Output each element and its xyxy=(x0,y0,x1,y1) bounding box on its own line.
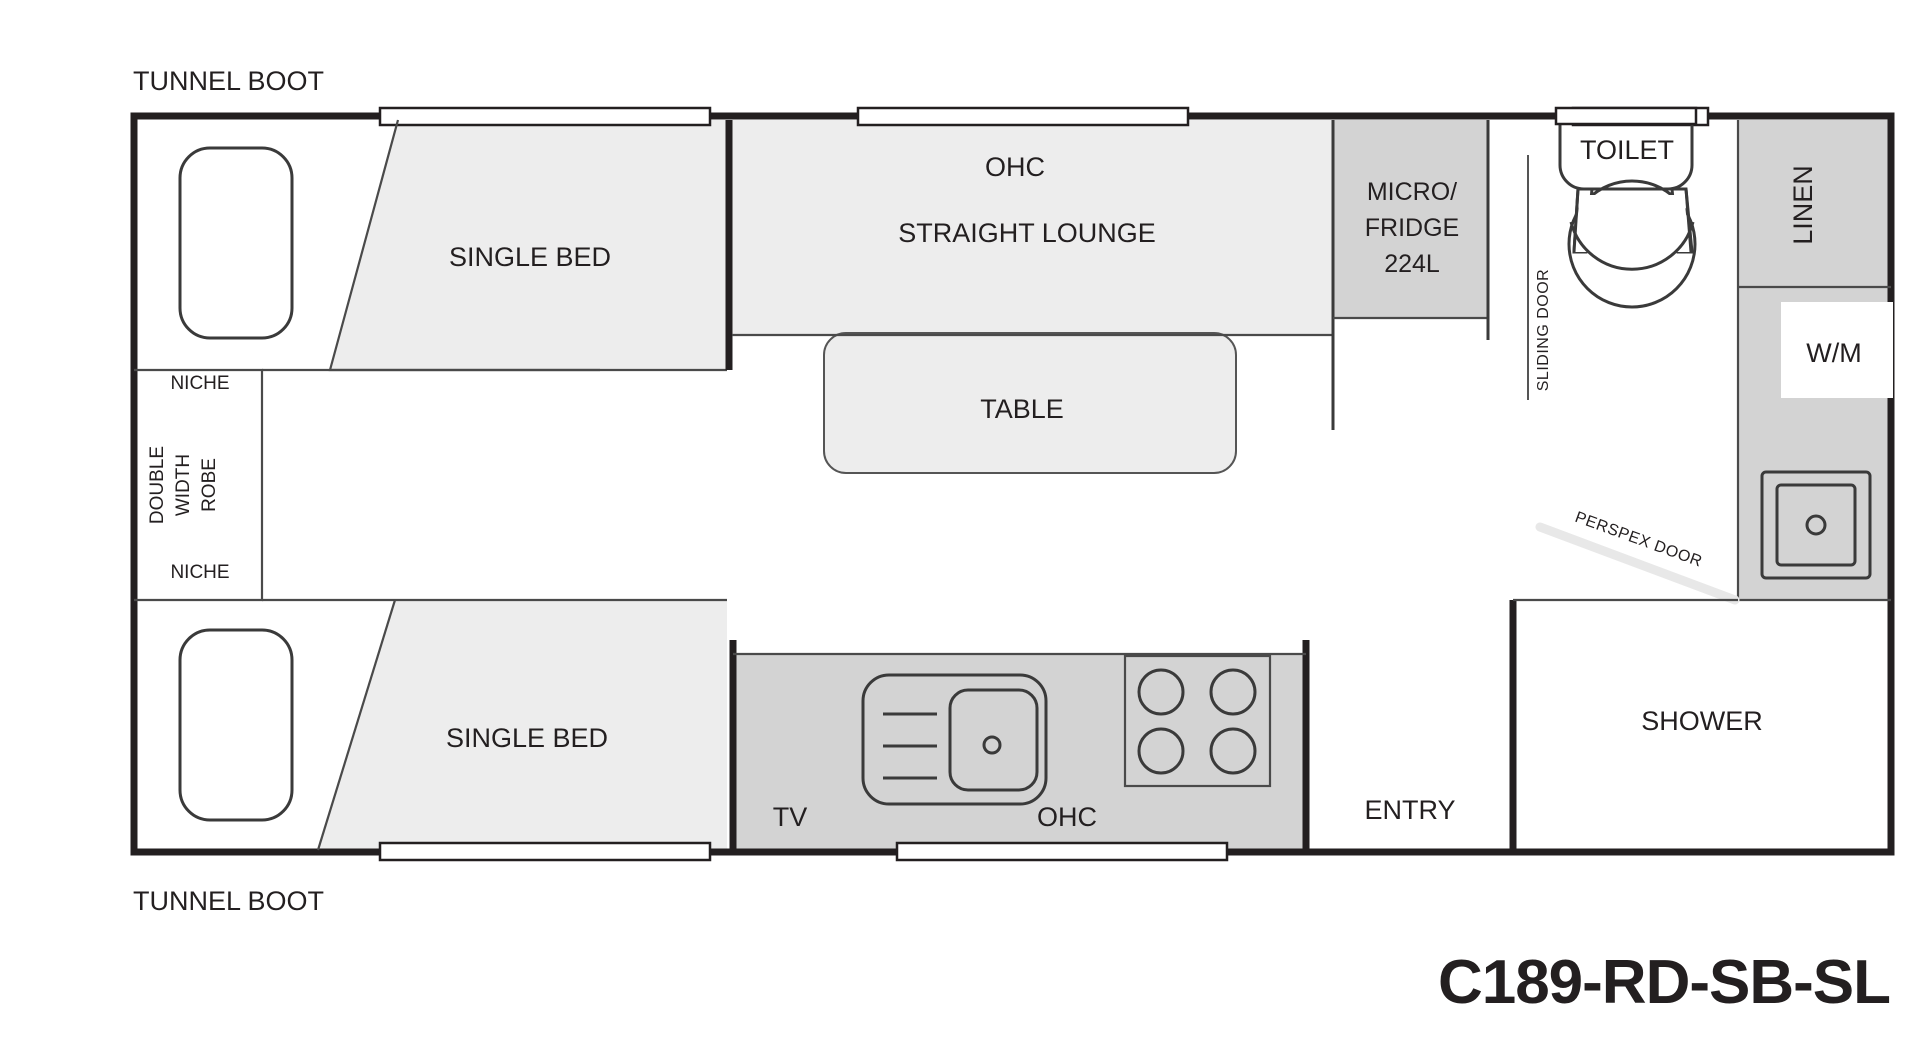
robe-label-group3: ROBE xyxy=(199,458,220,512)
micro-fridge-label-line3: 224L xyxy=(1384,250,1440,278)
van-outer-wall xyxy=(130,112,1895,856)
sliding-door-label: SLIDING DOOR xyxy=(1535,269,1552,391)
single-bed-bottom-fill xyxy=(318,600,727,850)
model-code-label: C189-RD-SB-SL xyxy=(1438,948,1890,1017)
window-icon-bottom-mid xyxy=(895,841,1229,862)
pillow-icon-top xyxy=(178,146,294,340)
pillow-icon-bottom xyxy=(178,628,294,822)
straight-lounge-fill xyxy=(732,120,1332,335)
niche-upper-label: NICHE xyxy=(170,373,229,394)
niche-lower-label: NICHE xyxy=(170,562,229,583)
tv-label: TV xyxy=(773,802,808,832)
single-bed-top-fill xyxy=(330,120,727,370)
toilet-label: TOILET xyxy=(1580,135,1674,165)
perspex-door-line[interactable] xyxy=(1535,522,1740,605)
shower-label: SHOWER xyxy=(1641,706,1763,736)
sliding-door-label-group: SLIDING DOOR xyxy=(1535,269,1552,391)
toilet-icon xyxy=(1558,116,1697,309)
robe-label-group2: WIDTH xyxy=(173,454,194,516)
single-bed-bottom-label: SINGLE BED xyxy=(446,723,608,753)
linen-label: LINEN xyxy=(1788,165,1818,245)
window-icon-bottom-left xyxy=(378,841,712,862)
toilet-window-icon xyxy=(1554,106,1698,126)
micro-fridge-fill xyxy=(1333,120,1488,318)
robe-label-line2: WIDTH xyxy=(173,454,194,516)
window-icon-top-mid xyxy=(856,106,1190,127)
micro-fridge-label-line1: MICRO/ xyxy=(1367,178,1457,206)
robe-label-group: DOUBLE xyxy=(147,446,168,524)
ohc-top-label: OHC xyxy=(985,152,1045,182)
robe-label-line1: DOUBLE xyxy=(147,446,168,524)
table-label: TABLE xyxy=(980,394,1064,424)
robe-block-outline xyxy=(134,368,264,602)
single-bed-top-label: SINGLE BED xyxy=(449,242,611,272)
window-icon-top-left xyxy=(378,106,712,127)
washing-machine-box xyxy=(1781,302,1893,398)
robe-label-line3: ROBE xyxy=(199,458,220,512)
ohc-kitchen-label: OHC xyxy=(1037,802,1097,832)
four-burner-cooktop-icon xyxy=(1123,654,1272,788)
basin-icon xyxy=(1760,470,1872,580)
kitchen-sink-icon xyxy=(861,673,1048,806)
micro-fridge-label-line2: FRIDGE xyxy=(1365,214,1459,242)
linen-label-group: LINEN xyxy=(1788,165,1818,245)
kitchen-bench-fill xyxy=(733,654,1306,850)
single-bed-bottom-outline xyxy=(316,599,397,851)
tunnel-boot-bottom-label: TUNNEL BOOT xyxy=(133,886,324,916)
table-fill xyxy=(823,332,1237,474)
tunnel-boot-top-label: TUNNEL BOOT xyxy=(133,66,324,96)
entry-label: ENTRY xyxy=(1364,795,1455,825)
washing-machine-label: W/M xyxy=(1806,338,1861,368)
straight-lounge-label: STRAIGHT LOUNGE xyxy=(898,218,1156,248)
